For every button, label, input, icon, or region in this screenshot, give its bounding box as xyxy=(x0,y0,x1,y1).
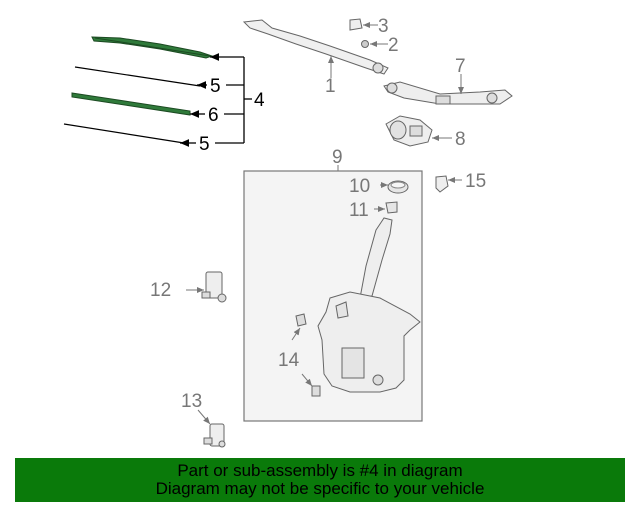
wiper-rubber-insert-highlighted xyxy=(71,92,191,116)
callout-4: 4 xyxy=(254,90,265,111)
washer-pump-front xyxy=(201,271,227,303)
harness-connector xyxy=(435,175,449,193)
grommet-upper xyxy=(295,313,307,327)
reservoir-cap xyxy=(387,180,409,194)
washer-pump-rear xyxy=(203,423,226,448)
wiper-refill-line-upper xyxy=(74,66,201,87)
leader-14-upper xyxy=(291,327,301,341)
callout-11: 11 xyxy=(349,200,369,221)
callout-14: 14 xyxy=(278,350,300,371)
callout-13: 13 xyxy=(181,391,202,412)
banner-line-1: Part or sub-assembly is #4 in diagram xyxy=(177,461,463,480)
grommet-lower xyxy=(311,385,321,397)
callout-10: 10 xyxy=(349,176,370,197)
pivot-nut xyxy=(361,40,369,48)
pivot-cap xyxy=(349,18,363,31)
callout-2: 2 xyxy=(388,35,399,56)
callout-1: 1 xyxy=(325,76,336,97)
callout-12: 12 xyxy=(150,280,171,301)
banner-line-2: Diagram may not be specific to your vehi… xyxy=(155,479,485,498)
callout-5-lower: 5 xyxy=(199,134,210,155)
leader-13 xyxy=(197,409,211,425)
callout-8: 8 xyxy=(455,129,466,150)
callout-7: 7 xyxy=(455,56,466,77)
callout-5-upper: 5 xyxy=(210,76,221,97)
info-banner: Part or sub-assembly is #4 in diagram Di… xyxy=(15,458,625,502)
reservoir-strainer xyxy=(385,201,398,214)
leader-14-lower xyxy=(301,373,313,387)
wiper-refill-line-lower xyxy=(63,123,185,144)
washer-reservoir-tank xyxy=(317,217,421,393)
wiper-arm xyxy=(242,19,389,75)
callout-9: 9 xyxy=(332,147,343,168)
callout-leaders-group-4 xyxy=(180,53,252,147)
wiper-linkage xyxy=(383,81,513,105)
callout-3: 3 xyxy=(378,16,389,37)
callout-6: 6 xyxy=(208,105,219,126)
callout-15: 15 xyxy=(465,171,486,192)
wiper-motor xyxy=(385,115,433,147)
wiper-blade-highlighted xyxy=(91,36,214,59)
